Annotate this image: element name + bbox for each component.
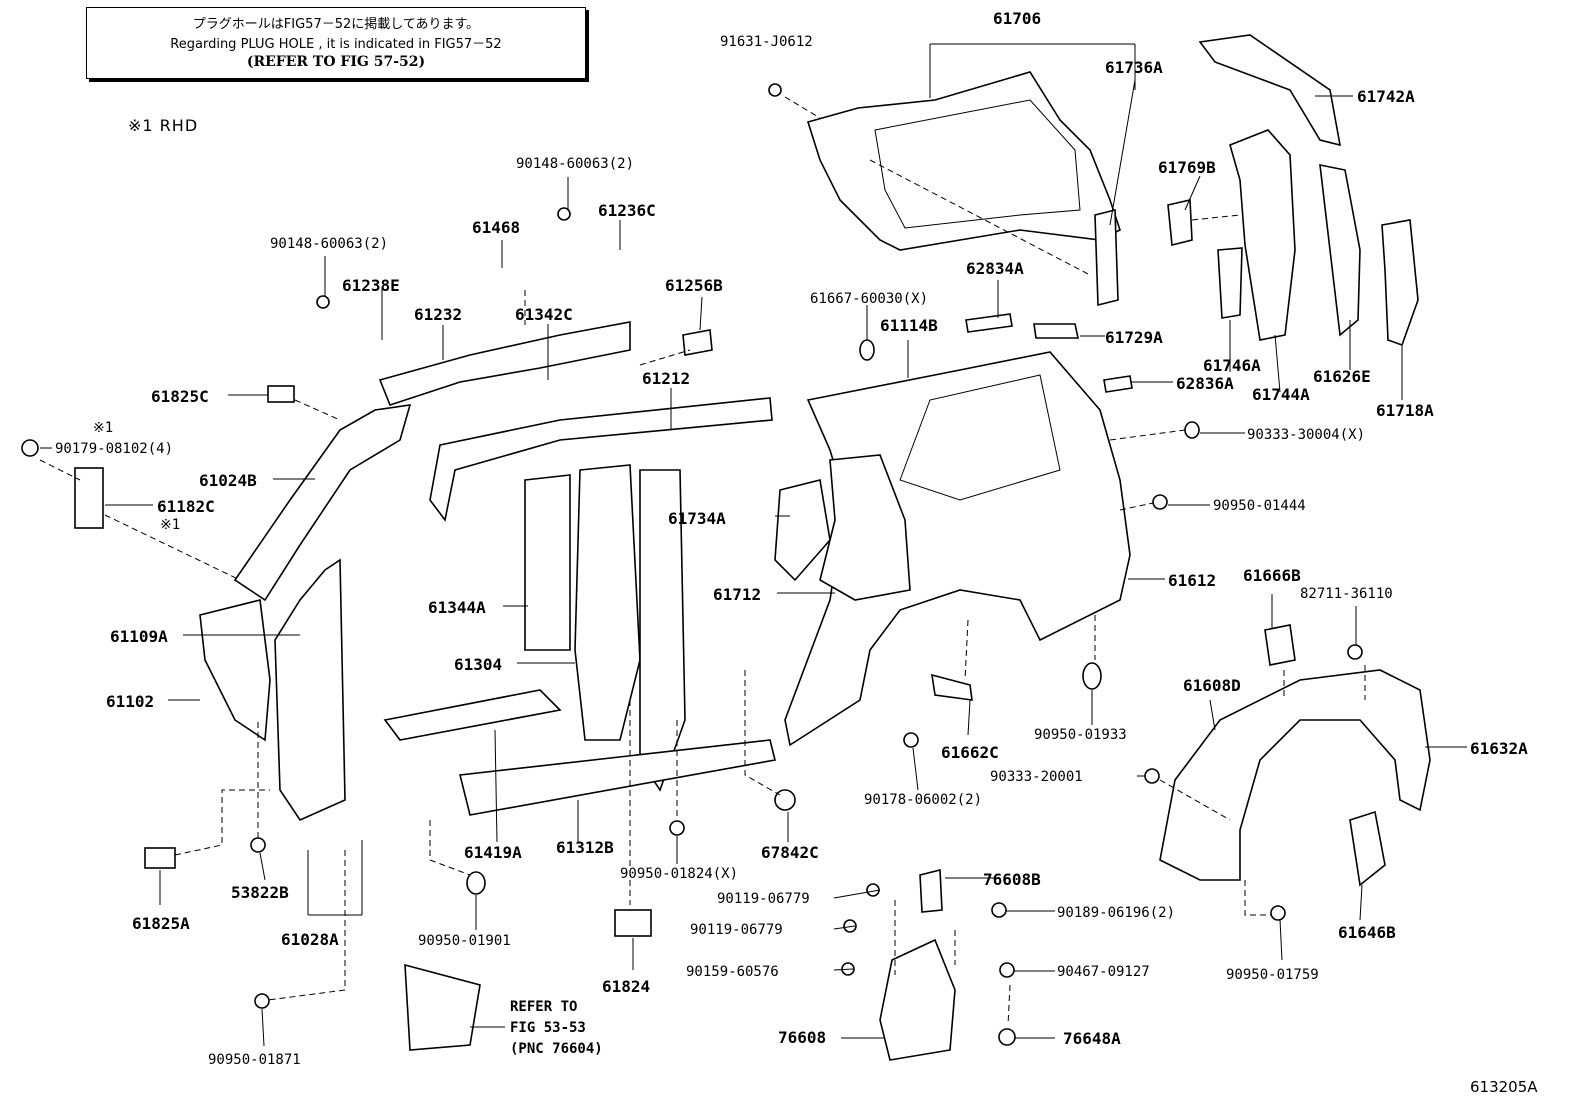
label-rhd-mark-b: ※1 xyxy=(160,517,180,533)
label-90950-01759: 90950-01759 xyxy=(1226,967,1319,983)
label-61666B: 61666B xyxy=(1243,566,1301,585)
label-61312B: 61312B xyxy=(556,838,614,857)
quarter-outer-panel xyxy=(784,351,1131,747)
label-61632A: 61632A xyxy=(1470,739,1528,758)
label-90159-60576: 90159-60576 xyxy=(686,964,779,980)
front-pillar-assembly xyxy=(199,404,412,822)
label-61626E: 61626E xyxy=(1313,367,1371,386)
label-76648A: 76648A xyxy=(1063,1029,1121,1048)
label-61712: 61712 xyxy=(713,585,761,604)
label-61109A: 61109A xyxy=(110,627,168,646)
label-90950-01444: 90950-01444 xyxy=(1213,498,1306,514)
label-61102: 61102 xyxy=(106,692,154,711)
label-61729A: 61729A xyxy=(1105,328,1163,347)
label-90950-01871: 90950-01871 xyxy=(208,1052,301,1068)
label-90950-01933: 90950-01933 xyxy=(1034,727,1127,743)
label-90189-06196: 90189-06196(2) xyxy=(1057,905,1175,921)
label-90950-01901: 90950-01901 xyxy=(418,933,511,949)
label-61612: 61612 xyxy=(1168,571,1216,590)
label-61742A: 61742A xyxy=(1357,87,1415,106)
label-90467-09127: 90467-09127 xyxy=(1057,964,1150,980)
refer-note-line2: FIG 53-53 xyxy=(510,1020,586,1036)
label-61344A: 61344A xyxy=(428,598,486,617)
label-62836A: 62836A xyxy=(1176,374,1234,393)
label-61646B: 61646B xyxy=(1338,923,1396,942)
mudguards xyxy=(404,938,956,1061)
label-61256B: 61256B xyxy=(665,276,723,295)
label-61212: 61212 xyxy=(642,369,690,388)
rhd-legend: ※1 RHD xyxy=(128,116,199,135)
label-67842C: 67842C xyxy=(761,843,819,862)
plug-hole-note-box: プラグホールはFIG57－52に掲載してあります。 Regarding PLUG… xyxy=(86,7,586,79)
label-61825A: 61825A xyxy=(132,914,190,933)
quarter-inner-upper-panel xyxy=(806,71,1121,307)
label-61706: 61706 xyxy=(993,9,1041,28)
part-labels: 61706 91631-J0612 61736A 61742A 61769B 9… xyxy=(55,9,1538,1096)
label-61662C: 61662C xyxy=(941,743,999,762)
label-90333-20001: 90333-20001 xyxy=(990,769,1083,785)
label-rhd-mark-a: ※1 xyxy=(93,420,113,436)
label-61744A: 61744A xyxy=(1252,385,1310,404)
center-pillar xyxy=(524,464,686,792)
label-61114B: 61114B xyxy=(880,316,938,335)
label-61718A: 61718A xyxy=(1376,401,1434,420)
label-61238E: 61238E xyxy=(342,276,400,295)
label-90119-06779-b: 90119-06779 xyxy=(690,922,783,938)
label-61024B: 61024B xyxy=(199,471,257,490)
label-90333-30004: 90333-30004(X) xyxy=(1247,427,1365,443)
label-90148-60063-b: 90148-60063(2) xyxy=(270,236,388,252)
label-61746A: 61746A xyxy=(1203,356,1261,375)
label-61608D: 61608D xyxy=(1183,676,1241,695)
label-61419A: 61419A xyxy=(464,843,522,862)
label-91631-J0612: 91631-J0612 xyxy=(720,34,813,50)
note-japanese: プラグホールはFIG57－52に掲載してあります。 xyxy=(192,17,480,32)
label-61769B: 61769B xyxy=(1158,158,1216,177)
label-61468: 61468 xyxy=(472,218,520,237)
rocker-panel xyxy=(383,689,776,816)
back-door-opening-pillars xyxy=(1167,34,1419,347)
label-76608: 76608 xyxy=(778,1028,826,1047)
label-61182C: 61182C xyxy=(157,497,215,516)
label-61028A: 61028A xyxy=(281,930,339,949)
label-90178-06002: 90178-06002(2) xyxy=(864,792,982,808)
note-english: Regarding PLUG HOLE , it is indicated in… xyxy=(170,37,502,52)
label-61342C: 61342C xyxy=(515,305,573,324)
label-61825C: 61825C xyxy=(151,387,209,406)
label-53822B: 53822B xyxy=(231,883,289,902)
figure-id: 613205A xyxy=(1470,1078,1538,1096)
label-82711-36110: 82711-36110 xyxy=(1300,586,1393,602)
label-62834A: 62834A xyxy=(966,259,1024,278)
label-90179-08102: 90179-08102(4) xyxy=(55,441,173,457)
quarter-inner-lower-panels xyxy=(774,454,911,601)
rear-wheel-house xyxy=(1159,624,1431,887)
label-61736A: 61736A xyxy=(1105,58,1163,77)
label-90148-60063-a: 90148-60063(2) xyxy=(516,156,634,172)
label-61236C: 61236C xyxy=(598,201,656,220)
label-61824: 61824 xyxy=(602,977,650,996)
roof-side-rail xyxy=(378,321,773,522)
label-90950-01824: 90950-01824(X) xyxy=(620,866,738,882)
label-76608B: 76608B xyxy=(983,870,1041,889)
label-61734A: 61734A xyxy=(668,509,726,528)
leader-lines xyxy=(39,43,1467,1047)
note-reference: (REFER TO FIG 57-52) xyxy=(246,54,426,70)
fasteners xyxy=(21,83,1363,1046)
label-61667-60030: 61667-60030(X) xyxy=(810,291,928,307)
label-61232: 61232 xyxy=(414,305,462,324)
refer-note-line1: REFER TO xyxy=(510,999,577,1015)
label-61304: 61304 xyxy=(454,655,502,674)
label-90119-06779-a: 90119-06779 xyxy=(717,891,810,907)
refer-note-line3: (PNC 76604) xyxy=(510,1041,603,1057)
